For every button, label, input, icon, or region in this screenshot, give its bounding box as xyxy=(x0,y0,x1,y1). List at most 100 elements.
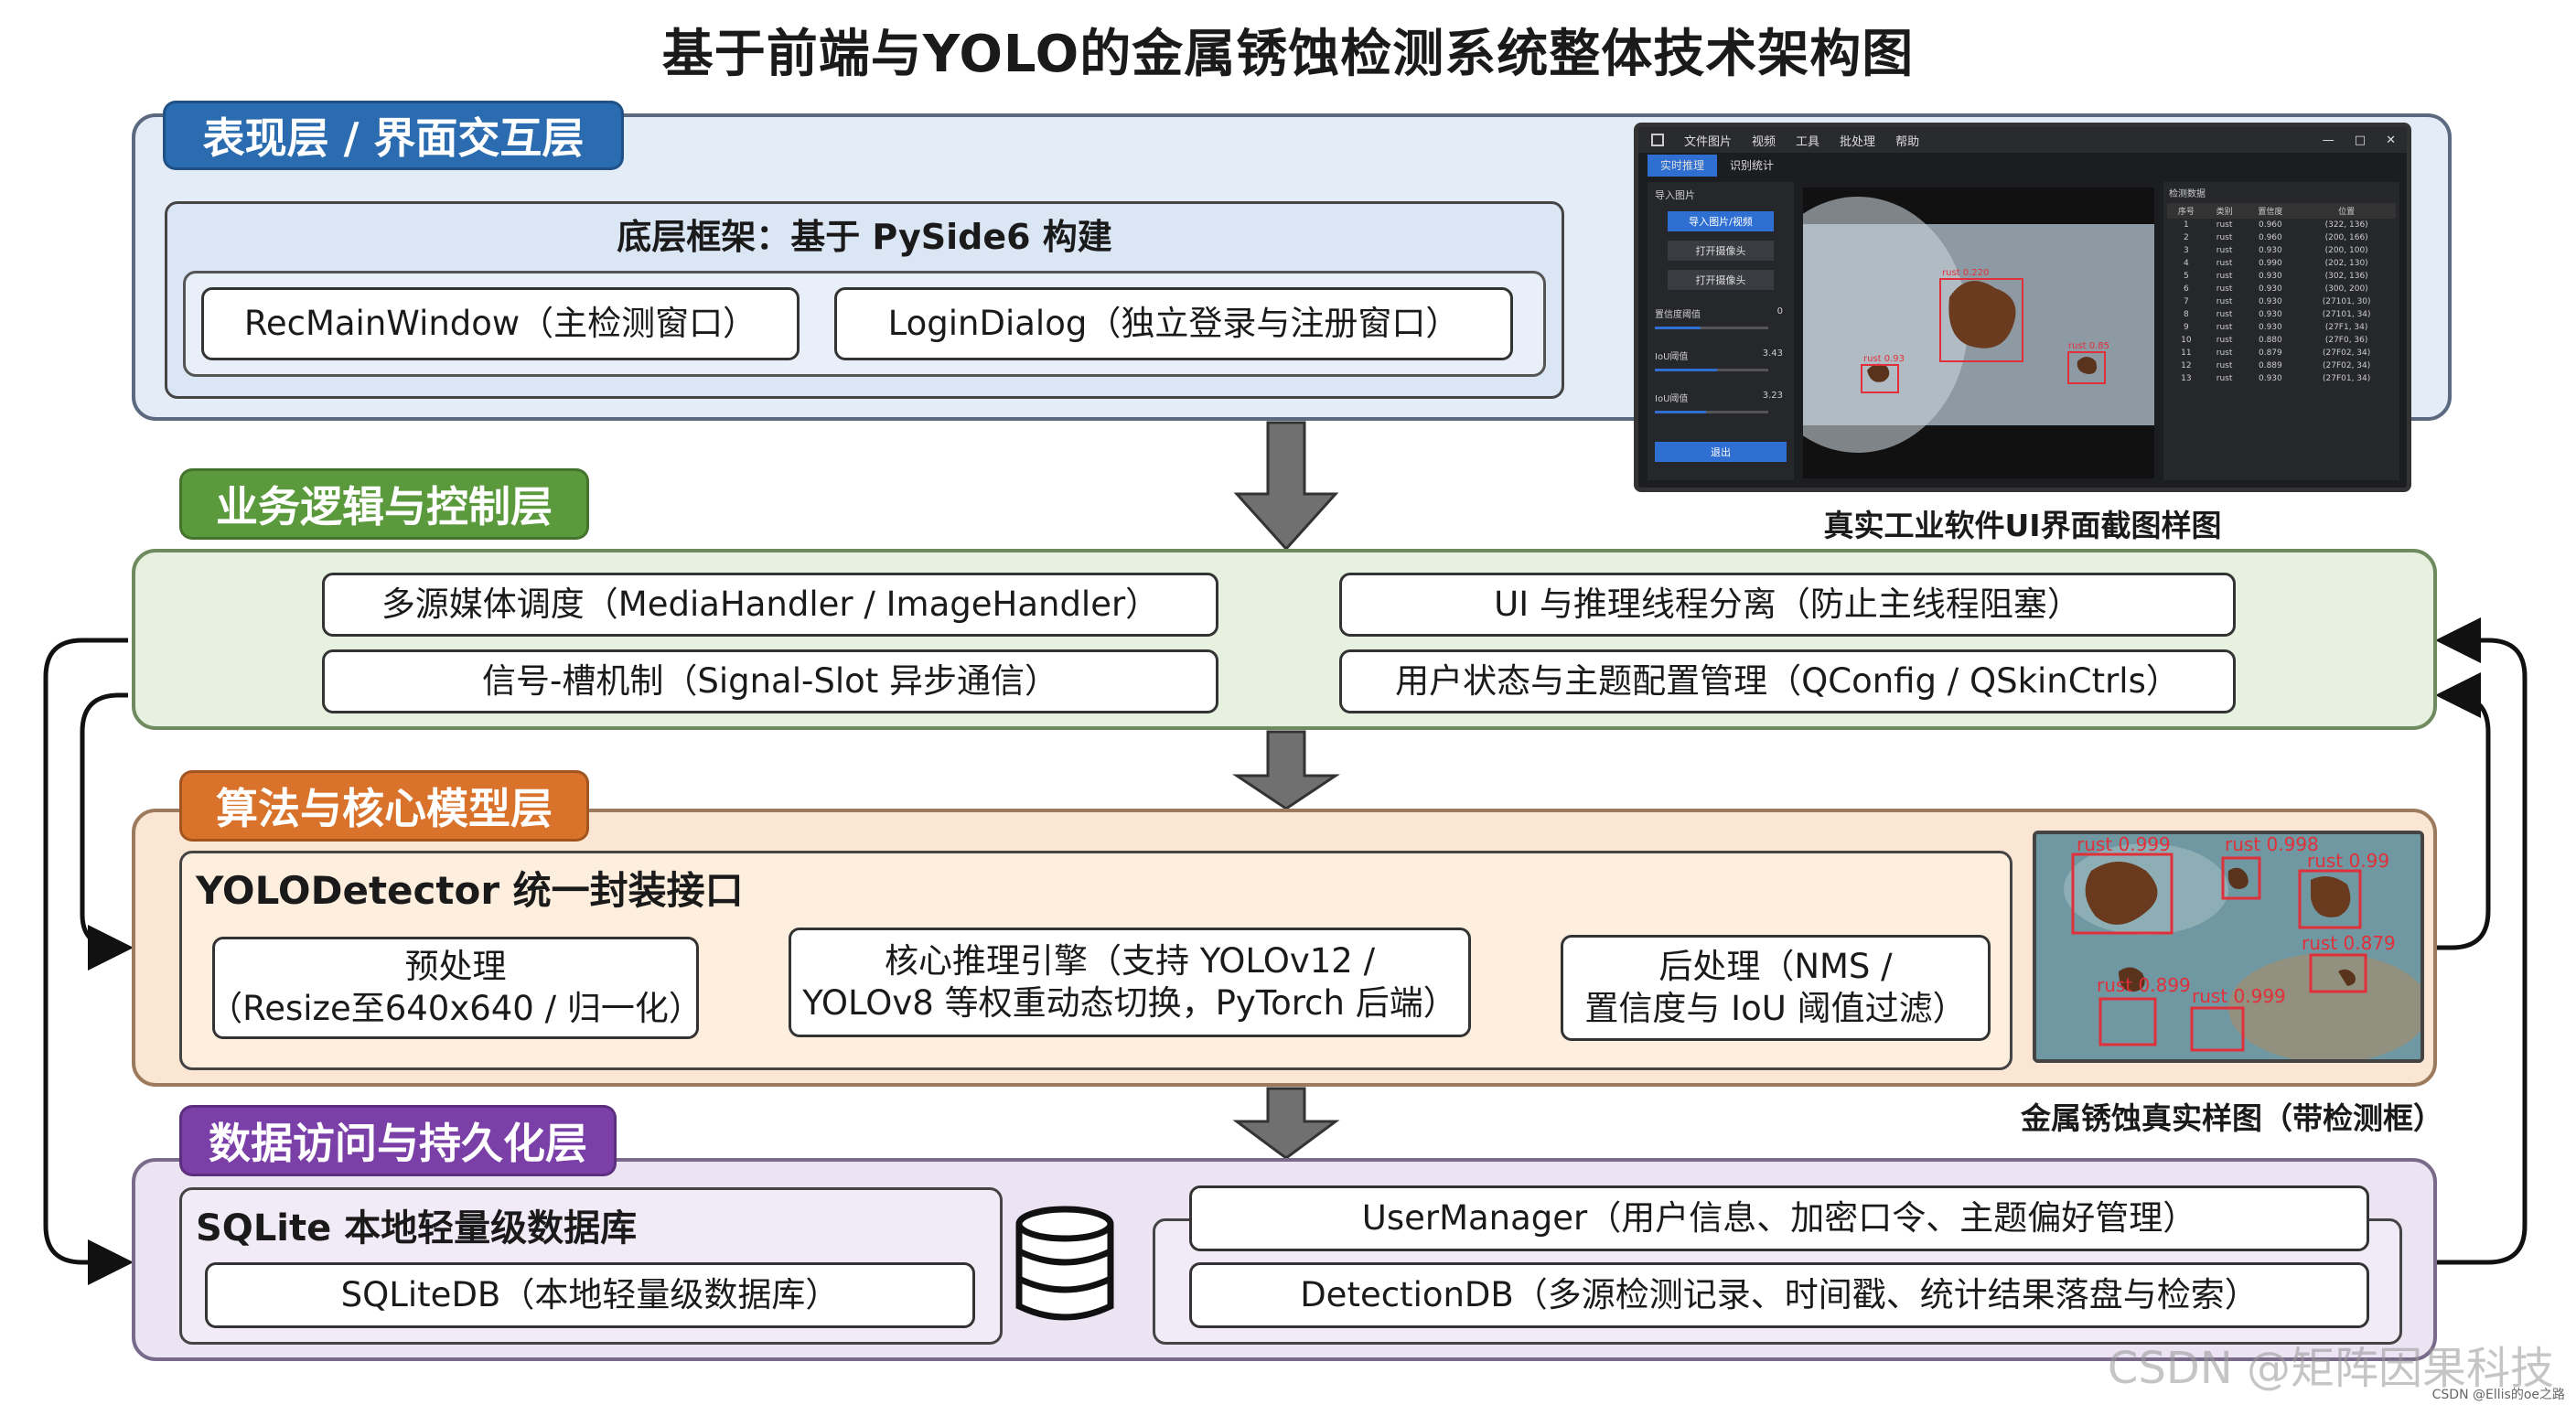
ui-camera-button-2: 打开摄像头 xyxy=(1668,270,1774,290)
ui-slider-conf-value: 0 xyxy=(1776,306,1783,316)
ui-screenshot-caption: 真实工业软件UI界面截图样图 xyxy=(1823,508,2222,543)
inference-engine-box: 核心推理引擎（支持 YOLOv12 / YOLOv8 等权重动态切换，PyTor… xyxy=(789,928,1471,1037)
signal-slot-box: 信号-槽机制（Signal-Slot 异步通信） xyxy=(322,649,1218,713)
ui-table-cell: rust xyxy=(2216,349,2233,358)
login-dialog-box: LoginDialog（独立登录与注册窗口） xyxy=(834,287,1513,360)
ui-table-cell: 0.930 xyxy=(2258,297,2282,306)
ui-menu-bar: 文件图片 视频 工具 批处理 帮助 — □ ✕ xyxy=(1638,127,2407,153)
rec-main-window-box: RecMainWindow（主检测窗口） xyxy=(201,287,800,360)
sqlite-db-box: SQLiteDB（本地轻量级数据库） xyxy=(205,1262,975,1328)
ui-table-cell: 13 xyxy=(2181,374,2192,383)
ui-table-cell: (27F02, 34) xyxy=(2322,361,2371,370)
preprocess-detail: （Resize至640x640 / 归一化） xyxy=(209,989,703,1028)
arrow-algorithm-to-data xyxy=(1232,1087,1340,1160)
ui-close-icon: ✕ xyxy=(2386,133,2396,147)
ui-table-cell: rust xyxy=(2216,374,2233,383)
sqlite-panel-title: SQLite 本地轻量级数据库 xyxy=(196,1207,638,1249)
ui-slider-iou2-value: 3.23 xyxy=(1762,391,1783,401)
right-loop-connectors xyxy=(2435,617,2528,1265)
ui-table-cell: rust xyxy=(2216,284,2233,294)
ui-table-cell: (200, 100) xyxy=(2324,246,2368,255)
ui-screenshot-frame: 文件图片 视频 工具 批处理 帮助 — □ ✕ 实时推理 识别统计 导入图片 导… xyxy=(1634,123,2411,492)
ui-table-cell: 9 xyxy=(2184,323,2189,332)
ui-slider-conf-track xyxy=(1655,327,1768,329)
thread-separation-box: UI 与推理线程分离（防止主线程阻塞） xyxy=(1339,573,2236,637)
ui-table-cell: 12 xyxy=(2181,361,2192,370)
ui-menu-file: 文件图片 xyxy=(1684,134,1733,149)
ui-tab-realtime: 实时推理 xyxy=(1648,155,1718,177)
ui-table-cell: (27F0, 36) xyxy=(2324,336,2368,345)
ui-maximize-icon: □ xyxy=(2354,133,2367,147)
ui-slider-iou2-label: IoU阈值 xyxy=(1655,394,1689,404)
data-layer-label: 数据访问与持久化层 xyxy=(179,1105,617,1176)
postprocess-line-1: 后处理（NMS / xyxy=(1658,946,1893,986)
ui-menu-help: 帮助 xyxy=(1895,134,1920,149)
sample-detection-label-4: rust 0.879 xyxy=(2302,932,2396,954)
ui-table-cell: 7 xyxy=(2184,297,2189,306)
ui-panel-title: 导入图片 xyxy=(1655,189,1695,201)
ui-table-cell: 0.960 xyxy=(2258,220,2282,230)
ui-table-cell: 0.930 xyxy=(2258,374,2282,383)
ui-slider-iou2-fill xyxy=(1655,411,1706,413)
ui-slider-iou-value: 3.43 xyxy=(1762,349,1783,359)
sample-detection-label-2: rust 0.998 xyxy=(2225,834,2319,855)
rust-sample-caption: 金属锈蚀真实样图（带检测框） xyxy=(2021,1100,2443,1136)
ui-table-cell: 11 xyxy=(2181,349,2192,358)
ui-col-pos: 位置 xyxy=(2338,208,2356,217)
ui-table-cell: (27F1, 34) xyxy=(2324,323,2368,332)
ui-table-cell: rust xyxy=(2216,220,2233,230)
ui-menu-tools: 工具 xyxy=(1796,134,1820,149)
footer-note: CSDN @Ellis的oe之路 xyxy=(2431,1388,2565,1402)
preprocess-title: 预处理 xyxy=(404,946,507,986)
database-icon xyxy=(1015,1206,1114,1321)
arrow-presentation-to-business xyxy=(1233,421,1339,552)
ui-table-cell: 2 xyxy=(2184,233,2189,242)
ui-slider-conf-label: 置信度阈值 xyxy=(1655,310,1701,320)
framework-title: 底层框架：基于 PySide6 构建 xyxy=(617,217,1112,257)
ui-detection-label-1: rust 0.220 xyxy=(1942,268,1989,278)
ui-table-cell: 8 xyxy=(2184,310,2189,319)
ui-table-cell: rust xyxy=(2216,323,2233,332)
ui-col-index: 序号 xyxy=(2177,208,2195,217)
ui-table-cell: 6 xyxy=(2184,284,2189,294)
ui-tab-bar: 实时推理 识别统计 xyxy=(1648,155,1787,177)
detection-db-box: DetectionDB（多源检测记录、时间戳、统计结果落盘与检索） xyxy=(1189,1262,2369,1328)
ui-table-cell: 0.930 xyxy=(2258,272,2282,281)
ui-slider-iou-2: IoU阈值 3.23 xyxy=(1655,391,1787,427)
ui-table-cell: 3 xyxy=(2184,246,2189,255)
ui-table-cell: (27F02, 34) xyxy=(2322,349,2371,358)
ui-slider-iou2-track xyxy=(1655,411,1768,413)
ui-minimize-icon: — xyxy=(2322,133,2334,147)
rust-sample-image: rust 0.999 rust 0.998 rust 0.99 rust 0.8… xyxy=(2033,831,2424,1063)
ui-table-cell: 10 xyxy=(2181,336,2192,345)
user-manager-box: UserManager（用户信息、加密口令、主题偏好管理） xyxy=(1189,1185,2369,1251)
rust-sample-drawing: rust 0.999 rust 0.998 rust 0.99 rust 0.8… xyxy=(2036,834,2420,1059)
ui-table-cell: rust xyxy=(2216,361,2233,370)
postprocess-line-2: 置信度与 IoU 阈值过滤） xyxy=(1584,989,1967,1028)
ui-slider-conf: 置信度阈值 0 xyxy=(1655,306,1787,343)
ui-table-cell: rust xyxy=(2216,259,2233,268)
ui-table-cell: (27101, 30) xyxy=(2322,297,2371,306)
ui-rust-image: rust 0.220 rust 0.85 rust 0.93 xyxy=(1748,197,2154,453)
ui-table-cell: 0.960 xyxy=(2258,233,2282,242)
ui-table-cell: 0.990 xyxy=(2258,259,2282,268)
ui-table-cell: 0.880 xyxy=(2258,336,2282,345)
postprocess-box: 后处理（NMS / 置信度与 IoU 阈值过滤） xyxy=(1561,935,1991,1041)
sample-detection-label-6: rust 0.999 xyxy=(2192,985,2286,1007)
ui-table-cell: 0.930 xyxy=(2258,310,2282,319)
ui-col-conf: 置信度 xyxy=(2258,208,2283,217)
ui-col-class: 类别 xyxy=(2216,208,2233,217)
ui-table-cell: (200, 166) xyxy=(2324,233,2368,242)
sample-detection-label-1: rust 0.999 xyxy=(2077,834,2171,855)
ui-table-cell: (302, 136) xyxy=(2324,272,2368,281)
ui-tab-stats: 识别统计 xyxy=(1730,159,1775,172)
